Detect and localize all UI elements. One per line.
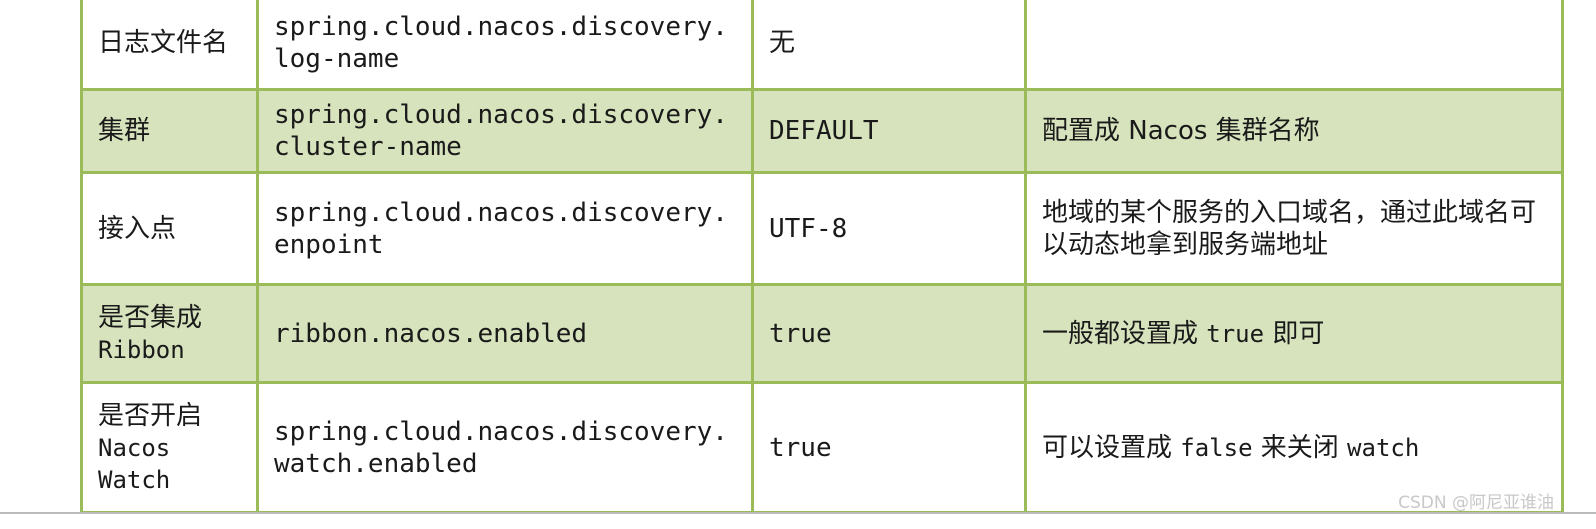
config-name: 日志文件名 xyxy=(98,27,229,58)
config-default-cell: true xyxy=(751,381,1027,514)
config-name-code: Watch xyxy=(98,465,171,494)
config-desc-cell: 可以设置成 false 来关闭 watch xyxy=(1024,381,1564,514)
config-name-cell: 接入点 xyxy=(80,171,259,286)
config-desc-cell: 配置成 Nacos 集群名称 xyxy=(1024,88,1564,174)
config-desc-cell: 地域的某个服务的入口域名，通过此域名可以动态地拿到服务端地址 xyxy=(1024,171,1564,286)
config-name: 接入点 xyxy=(98,213,177,244)
table-row: 是否集成 Ribbon ribbon.nacos.enabled true 一般… xyxy=(80,283,1564,384)
desc-text: 配置成 xyxy=(1042,116,1129,146)
config-name-cell: 是否开启 Nacos Watch xyxy=(80,381,259,514)
config-name: 是否集成 xyxy=(98,302,203,333)
desc-code: watch xyxy=(1347,433,1420,462)
config-name-code: Nacos xyxy=(98,433,171,462)
config-name-cell: 是否集成 Ribbon xyxy=(80,283,259,384)
config-desc-cell xyxy=(1024,0,1564,91)
desc-text: 集群名称 xyxy=(1207,116,1320,146)
table-row: 集群 spring.cloud.nacos.discovery.cluster-… xyxy=(80,88,1564,174)
config-default-cell: UTF-8 xyxy=(751,171,1027,286)
config-key-cell: ribbon.nacos.enabled xyxy=(256,283,754,384)
desc-text: 即可 xyxy=(1264,318,1325,349)
config-name: 集群 xyxy=(98,116,151,146)
config-key-cell: spring.cloud.nacos.discovery.cluster-nam… xyxy=(256,88,754,174)
config-key-cell: spring.cloud.nacos.discovery.enpoint xyxy=(256,171,754,286)
config-key-cell: spring.cloud.nacos.discovery.watch.enabl… xyxy=(256,381,754,514)
table-row: 是否开启 Nacos Watch spring.cloud.nacos.disc… xyxy=(80,381,1564,514)
config-default-cell: 无 xyxy=(751,0,1027,91)
table-row: 日志文件名 spring.cloud.nacos.discovery.log-n… xyxy=(80,0,1564,91)
config-name-cell: 日志文件名 xyxy=(80,0,259,91)
desc-text: 可以设置成 xyxy=(1042,432,1181,463)
config-name-cell: 集群 xyxy=(80,88,259,174)
config-key-cell: spring.cloud.nacos.discovery.log-name xyxy=(256,0,754,91)
desc-code: true xyxy=(1206,319,1265,348)
config-default-cell: true xyxy=(751,283,1027,384)
page-divider xyxy=(0,512,1596,514)
config-table: 日志文件名 spring.cloud.nacos.discovery.log-n… xyxy=(80,0,1564,514)
config-name: 是否开启 xyxy=(98,400,203,431)
desc-code: false xyxy=(1180,433,1253,462)
config-name-code: Ribbon xyxy=(98,335,185,364)
config-desc-cell: 一般都设置成 true 即可 xyxy=(1024,283,1564,384)
watermark: CSDN @阿尼亚谁油 xyxy=(1398,493,1554,513)
desc-code: Nacos xyxy=(1128,116,1208,146)
desc-text: 来关闭 xyxy=(1252,432,1348,463)
desc-text: 一般都设置成 xyxy=(1042,318,1207,349)
table-row: 接入点 spring.cloud.nacos.discovery.enpoint… xyxy=(80,171,1564,286)
config-default-cell: DEFAULT xyxy=(751,88,1027,174)
